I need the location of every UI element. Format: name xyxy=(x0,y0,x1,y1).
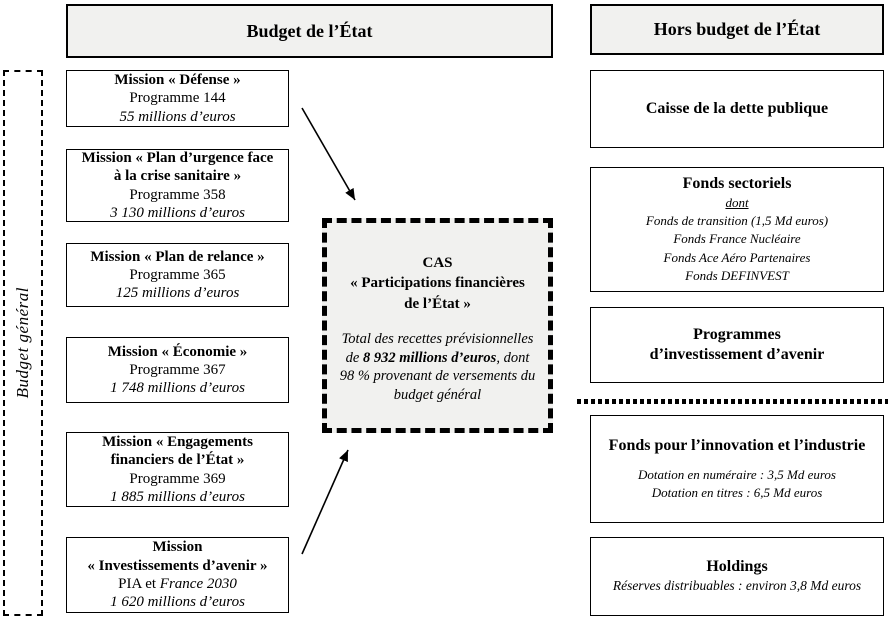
mission-amount: 1 620 millions d’euros xyxy=(110,594,245,611)
mission-amount: 3 130 millions d’euros xyxy=(110,204,245,221)
mission-title: Mission « Défense » xyxy=(114,72,241,89)
mission-box-defense: Mission « Défense » Programme 144 55 mil… xyxy=(66,70,289,127)
mission-amount: 55 millions d’euros xyxy=(119,108,236,125)
fonds-sectoriels-box: Fonds sectoriels dont Fonds de transitio… xyxy=(590,167,884,292)
header-hors-budget-etat: Hors budget de l’État xyxy=(590,4,884,55)
arrow-defense-to-cas xyxy=(301,107,356,201)
header-hors-budget-etat-label: Hors budget de l’État xyxy=(653,19,821,39)
budget-general-rail: Budget général xyxy=(3,70,43,616)
cas-title: CAS « Participations financières de l’Ét… xyxy=(350,255,525,312)
mission-box-economie: Mission « Économie » Programme 367 1 748… xyxy=(66,337,289,403)
mission-box-plan-relance: Mission « Plan de relance » Programme 36… xyxy=(66,243,289,307)
holdings-title: Holdings xyxy=(706,558,768,576)
header-budget-etat-label: Budget de l’État xyxy=(246,20,373,41)
fonds-item-transition: Fonds de transition (1,5 Md euros) xyxy=(645,213,829,229)
fonds-item-ace-aero: Fonds Ace Aéro Partenaires xyxy=(663,249,811,265)
pia-title: Programmes d’investissement d’avenir xyxy=(649,326,825,363)
mission-programme: Programme 144 xyxy=(129,90,226,107)
holdings-reserves: Réserves distribuables : environ 3,8 Md … xyxy=(612,578,862,594)
mission-amount: 1 748 millions d’euros xyxy=(110,380,245,397)
dotted-separator xyxy=(577,399,888,404)
cas-body: Total des recettes prévisionnelles de 8 … xyxy=(339,330,536,404)
pia-france-2030: France 2030 xyxy=(159,576,237,592)
innovation-title: Fonds pour l’innovation et l’industrie xyxy=(608,436,866,454)
caisse-dette-publique-box: Caisse de la dette publique xyxy=(590,70,884,148)
mission-programme: Programme 365 xyxy=(129,266,226,283)
fonds-item-france-nucleaire: Fonds France Nucléaire xyxy=(673,231,801,247)
arrow-pia-to-cas xyxy=(301,449,349,555)
mission-amount: 1 885 millions d’euros xyxy=(110,488,245,505)
caisse-title: Caisse de la dette publique xyxy=(645,100,829,117)
dotation-titres: Dotation en titres : 6,5 Md euros xyxy=(651,485,823,500)
cas-total-amount: 8 932 millions d’euros xyxy=(362,349,497,366)
mission-title: Mission « Engagements financiers de l’Ét… xyxy=(102,433,253,469)
cas-participations-financieres-box: CAS « Participations financières de l’Ét… xyxy=(322,218,553,433)
dotation-numeraire: Dotation en numéraire : 3,5 Md euros xyxy=(638,466,836,482)
mission-programme: Programme 358 xyxy=(129,186,226,203)
mission-box-plan-urgence: Mission « Plan d’urgence face à la crise… xyxy=(66,149,289,222)
mission-title: Mission « Plan d’urgence face à la crise… xyxy=(81,149,274,185)
mission-amount: 125 millions d’euros xyxy=(115,285,240,302)
fonds-item-definvest: Fonds DEFINVEST xyxy=(685,267,789,283)
programmes-investissement-avenir-box: Programmes d’investissement d’avenir xyxy=(590,307,884,383)
fonds-sectoriels-title: Fonds sectoriels xyxy=(682,175,792,193)
fonds-sectoriels-dont: dont xyxy=(725,195,749,211)
mission-box-engagements-financiers: Mission « Engagements financiers de l’Ét… xyxy=(66,432,289,507)
mission-programme: PIA et France 2030 xyxy=(118,576,237,592)
mission-title: Mission « Économie » xyxy=(107,343,248,360)
mission-title: Mission « Plan de relance » xyxy=(90,248,265,265)
header-budget-etat: Budget de l’État xyxy=(66,4,553,58)
mission-title: Mission « Investissements d’avenir » xyxy=(87,539,268,574)
mission-programme: Programme 367 xyxy=(129,361,226,378)
fonds-innovation-industrie-box: Fonds pour l’innovation et l’industrie D… xyxy=(590,415,884,523)
holdings-box: Holdings Réserves distribuables : enviro… xyxy=(590,537,884,616)
budget-general-label: Budget général xyxy=(13,287,32,399)
mission-programme: Programme 369 xyxy=(129,470,226,487)
mission-box-investissements-avenir: Mission « Investissements d’avenir » PIA… xyxy=(66,537,289,613)
